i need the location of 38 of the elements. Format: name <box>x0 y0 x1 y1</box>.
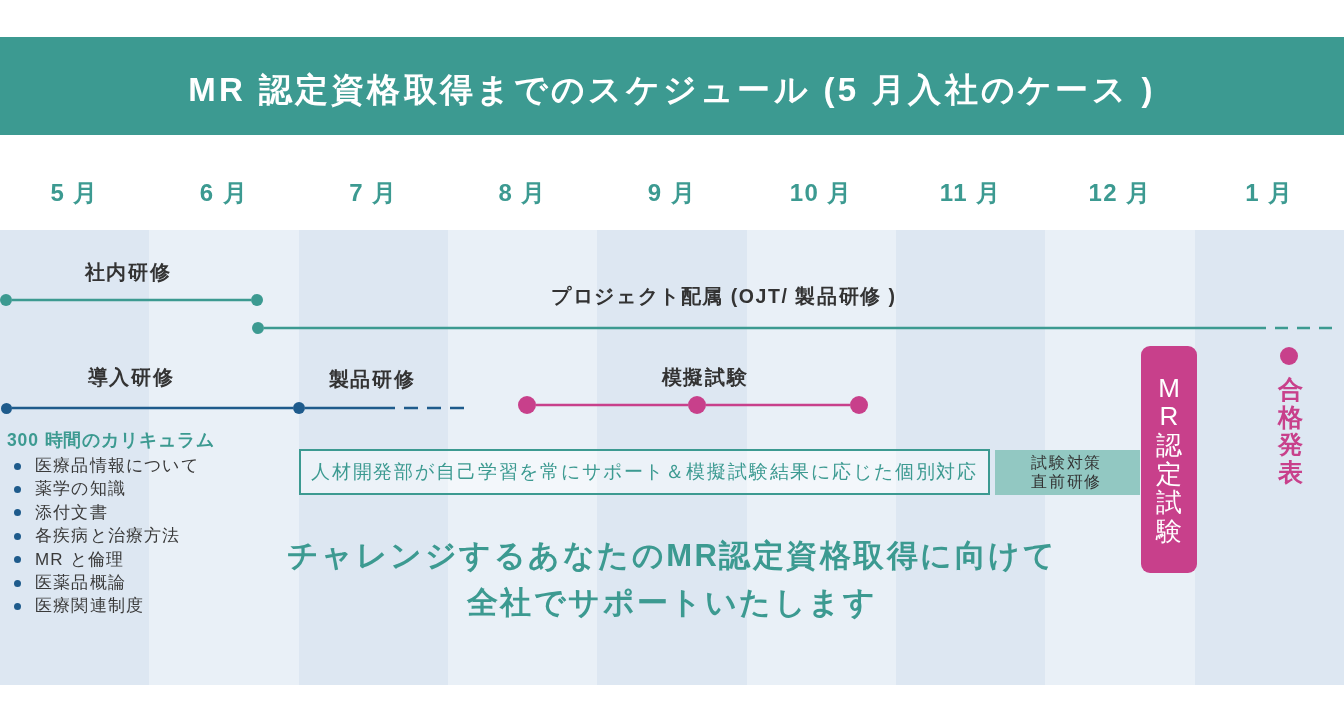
timeline-line <box>11 406 293 410</box>
phase-label: プロジェクト配属 (OJT/ 製品研修 ) <box>551 283 897 309</box>
month-label: 1 月 <box>1245 178 1294 208</box>
support-note-frame <box>299 449 990 495</box>
curriculum-heading: 300 時間のカリキュラム <box>7 429 215 451</box>
curriculum-item: 添付文書 <box>35 501 108 524</box>
curriculum-item: 各疾病と治療方法 <box>35 525 181 548</box>
phase-label: 導入研修 <box>87 364 175 390</box>
month-label: 10 月 <box>789 178 853 208</box>
month-label: 6 月 <box>199 178 249 208</box>
month-label: 8 月 <box>498 178 547 208</box>
exam-block <box>1141 346 1197 573</box>
month-label: 12 月 <box>1088 178 1152 208</box>
exam-title: MR認定試験 <box>1156 373 1182 546</box>
curriculum-item: 医薬品概論 <box>35 572 126 594</box>
phase-label: 社内研修 <box>84 259 172 285</box>
month-label: 5 月 <box>50 178 99 208</box>
support-note-text: 人材開発部が自己学習を常にサポート＆模擬試験結果に応じた個別対応 <box>310 460 979 484</box>
phase-label: 製品研修 <box>328 366 416 392</box>
timeline-line <box>264 326 1333 330</box>
prep-training-text: 試験対策直前研修 <box>1030 454 1104 491</box>
phase-label: 模擬試験 <box>661 364 749 390</box>
timeline-dot <box>0 402 12 414</box>
prep-training-block <box>995 450 1140 495</box>
curriculum-item: MR と倫理 <box>35 548 125 571</box>
timeline-line <box>706 403 850 407</box>
curriculum-item: 医療関連制度 <box>35 595 145 618</box>
month-label: 7 月 <box>349 178 398 208</box>
timeline-line <box>536 403 688 407</box>
support-message: チャレンジするあなたのMR認定資格取得に向けて全社でサポートいたします <box>285 537 1059 622</box>
timeline-line <box>12 298 251 302</box>
curriculum-item: 薬学の知識 <box>35 478 126 501</box>
curriculum-item: 医療品情報について <box>35 455 199 477</box>
month-label: 11 月 <box>939 178 1002 208</box>
milestone-label: 合格発表 <box>1277 376 1303 486</box>
month-label: 9 月 <box>647 178 697 208</box>
timeline-line <box>305 406 464 410</box>
diagram-title: MR 認定資格取得までのスケジュール (5 月入社のケース ) <box>188 70 1156 110</box>
